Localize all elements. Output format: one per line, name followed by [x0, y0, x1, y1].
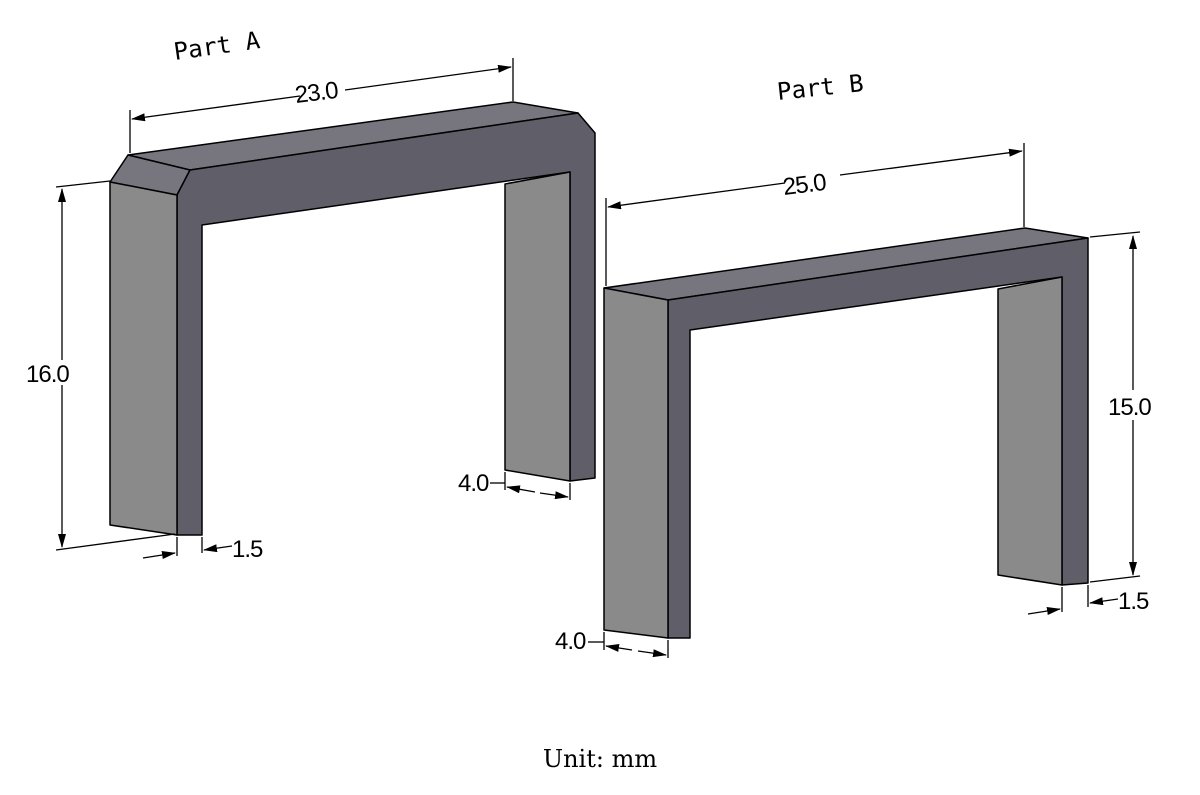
part-a-left-leg-face: [109, 181, 178, 536]
part-b-length-value: 25.0: [781, 169, 827, 201]
part-b-right-leg-face: [997, 276, 1063, 586]
part-b-thickness-dimension: [1027, 585, 1119, 615]
unit-caption: Unit: mm: [542, 745, 658, 773]
part-a-thickness-value: 1.5: [232, 536, 263, 563]
part-b-shape: [603, 227, 1089, 639]
part-b-length-dimension: [605, 143, 1025, 286]
part-b-left-leg-face: [603, 287, 669, 639]
part-a-depth-value: 4.0: [458, 470, 489, 497]
part-a-height-value: 16.0: [26, 361, 69, 388]
part-b-label: Part B: [776, 69, 865, 106]
part-a-label: Part A: [172, 26, 262, 66]
part-a-right-leg-face: [504, 171, 571, 482]
part-a-depth-dimension: [490, 472, 571, 500]
part-a-thickness-dimension: [142, 537, 233, 559]
part-b-height-value: 15.0: [1108, 394, 1151, 421]
part-b-depth-dimension: [588, 632, 669, 658]
part-a-length-value: 23.0: [293, 77, 339, 109]
part-a-shape: [109, 101, 596, 536]
part-b-height-dimension: [1089, 231, 1141, 583]
part-b-depth-value: 4.0: [555, 628, 586, 655]
part-b-thickness-value: 1.5: [1118, 588, 1149, 615]
part-a-height-dimension: [55, 180, 176, 551]
part-a-length-dimension: [129, 58, 514, 153]
